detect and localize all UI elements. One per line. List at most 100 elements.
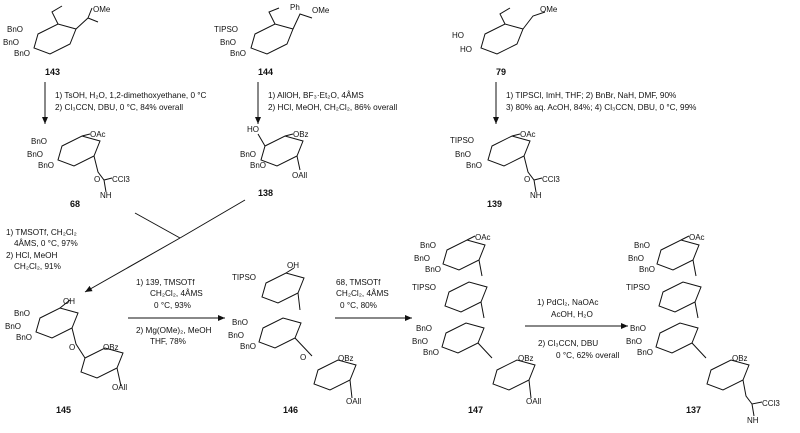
sub-68-4: O xyxy=(94,175,100,184)
sub-147-1: BnO xyxy=(414,254,430,263)
sub-143-2: BnO xyxy=(14,49,30,58)
sub-68-6: NH xyxy=(100,191,112,200)
sub-143-3: OMe xyxy=(93,5,111,14)
cond-couple-2: 4ÅMS, 0 °C, 97% xyxy=(14,238,78,248)
cond-79-1: 1) TIPSCl, ImH, THF; 2) BnBr, NaH, DMF, … xyxy=(506,91,676,100)
sub-146-4: OH xyxy=(287,261,299,270)
sub-143-1: BnO xyxy=(3,38,19,47)
sub-139-0: TIPSO xyxy=(450,136,474,145)
label-79: 79 xyxy=(496,67,506,77)
sub-146-2: BnO xyxy=(228,331,244,340)
sub-146-3: BnO xyxy=(240,342,256,351)
sub-68-1: BnO xyxy=(27,150,43,159)
cond-147-2: AcOH, H₂O xyxy=(551,310,593,319)
label-137: 137 xyxy=(686,405,701,415)
sub-144-1: BnO xyxy=(220,38,236,47)
cond-145-1: 1) 139, TMSOTf xyxy=(136,278,195,287)
cond-147-1: 1) PdCl₂, NaOAc xyxy=(537,298,598,307)
sub-137-6: BnO xyxy=(626,337,642,346)
sub-68-2: BnO xyxy=(38,161,54,170)
sub-147-3: OAc xyxy=(475,233,491,242)
cond-couple-3: 2) HCl, MeOH xyxy=(6,251,57,260)
sub-137-5: BnO xyxy=(630,324,646,333)
sub-139-3: OAc xyxy=(520,130,536,139)
cond-147-3: 2) Cl₃CCN, DBU xyxy=(538,339,598,348)
sub-147-8: OBz xyxy=(518,354,534,363)
sub-68-5: CCl3 xyxy=(112,175,130,184)
sub-139-1: BnO xyxy=(455,150,471,159)
cond-146-2: CH₂Cl₂, 4ÅMS xyxy=(336,288,389,298)
sub-145-1: BnO xyxy=(5,322,21,331)
cond-145-5: THF, 78% xyxy=(150,337,186,346)
sub-145-0: BnO xyxy=(14,309,30,318)
label-146: 146 xyxy=(283,405,298,415)
cond-146-1: 68, TMSOTf xyxy=(336,278,381,287)
compound-68: BnO BnO BnO OAc O CCl3 NH 68 xyxy=(27,130,130,209)
sub-146-6: OBz xyxy=(338,354,354,363)
sub-144-2: BnO xyxy=(230,49,246,58)
compound-139: TIPSO BnO BnO OAc O CCl3 NH 139 xyxy=(450,130,560,209)
sub-137-8: OBz xyxy=(732,354,748,363)
compound-144: TIPSO BnO BnO Ph OMe 144 xyxy=(214,3,330,77)
sub-138-0: HO xyxy=(247,125,259,134)
sub-79-0: HO xyxy=(452,31,464,40)
label-144: 144 xyxy=(258,67,273,77)
label-143: 143 xyxy=(45,67,60,77)
cond-145-2: CH₂Cl₂, 4ÅMS xyxy=(150,288,203,298)
sub-147-2: BnO xyxy=(425,265,441,274)
sub-145-2: BnO xyxy=(16,333,32,342)
cond-couple-4: CH₂Cl₂, 91% xyxy=(14,262,61,271)
sub-145-3: OH xyxy=(63,297,75,306)
sub-147-0: BnO xyxy=(420,241,436,250)
sub-138-1: BnO xyxy=(240,150,256,159)
sub-139-6: NH xyxy=(530,191,542,200)
compound-79: HO HO OMe 79 xyxy=(452,5,558,77)
label-68: 68 xyxy=(70,199,80,209)
merge-line-68 xyxy=(134,212,181,239)
cond-144-2: 2) HCl, MeOH, CH₂Cl₂, 86% overall xyxy=(268,103,397,112)
cond-147-4: 0 °C, 62% overall xyxy=(556,351,620,360)
sub-139-4: O xyxy=(524,175,530,184)
sub-145-4: O xyxy=(69,343,75,352)
compound-138: HO BnO BnO OBz OAll 138 xyxy=(240,125,309,198)
sub-144-3: Ph xyxy=(290,3,300,12)
compound-146: TIPSO BnO BnO BnO OH O OBz OAll 146 xyxy=(228,261,361,415)
sub-147-6: BnO xyxy=(412,337,428,346)
sub-138-4: OAll xyxy=(292,171,307,180)
sub-144-0: TIPSO xyxy=(214,25,238,34)
sub-147-5: BnO xyxy=(416,324,432,333)
sub-147-4: TIPSO xyxy=(412,283,436,292)
sub-68-3: OAc xyxy=(90,130,106,139)
sub-79-2: OMe xyxy=(540,5,558,14)
compound-147: BnO BnO BnO OAc TIPSO BnO BnO BnO OBz OA… xyxy=(412,233,541,415)
sub-68-0: BnO xyxy=(31,137,47,146)
label-139: 139 xyxy=(487,199,502,209)
sub-147-7: BnO xyxy=(423,348,439,357)
sub-137-0: BnO xyxy=(634,241,650,250)
label-138: 138 xyxy=(258,188,273,198)
cond-146-3: 0 °C, 80% xyxy=(340,301,377,310)
sub-143-0: BnO xyxy=(7,25,23,34)
cond-145-3: 0 °C, 93% xyxy=(154,301,191,310)
sub-137-10: NH xyxy=(747,416,759,425)
arrow-to-145 xyxy=(84,237,181,293)
sub-145-5: OBz xyxy=(103,343,119,352)
sub-137-1: BnO xyxy=(628,254,644,263)
sub-146-7: OAll xyxy=(346,397,361,406)
sub-137-7: BnO xyxy=(637,348,653,357)
sub-137-2: BnO xyxy=(639,265,655,274)
cond-145-4: 2) Mg(OMe)₂, MeOH xyxy=(136,326,212,335)
compound-137: BnO BnO BnO OAc TIPSO BnO BnO BnO OBz CC… xyxy=(626,233,780,425)
cond-143-1: 1) TsOH, H₂O, 1,2-dimethoxyethane, 0 °C xyxy=(55,91,207,100)
sub-147-9: OAll xyxy=(526,397,541,406)
sub-145-6: OAll xyxy=(112,383,127,392)
cond-79-2: 3) 80% aq. AcOH, 84%; 4) Cl₃CCN, DBU, 0 … xyxy=(506,103,696,112)
cond-144-1: 1) AllOH, BF₃·Et₂O, 4ÅMS xyxy=(268,90,364,100)
compound-143: BnO BnO BnO OMe 143 xyxy=(3,5,111,77)
sub-146-0: TIPSO xyxy=(232,273,256,282)
sub-139-2: BnO xyxy=(466,161,482,170)
sub-138-3: OBz xyxy=(293,130,309,139)
sub-79-1: HO xyxy=(460,45,472,54)
sub-144-4: OMe xyxy=(312,6,330,15)
